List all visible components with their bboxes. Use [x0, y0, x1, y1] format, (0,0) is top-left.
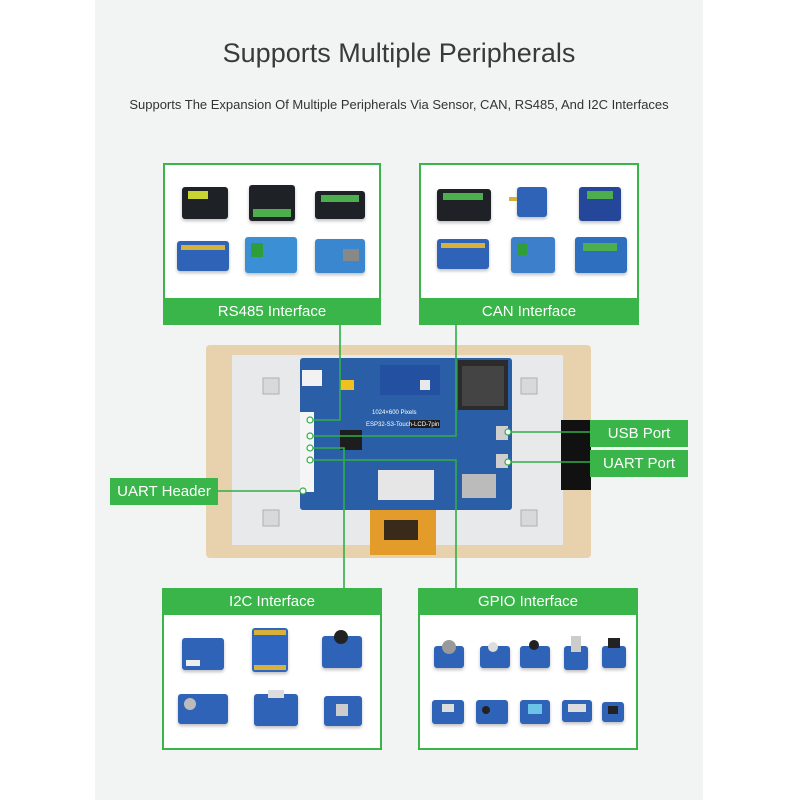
can-interface-label: CAN Interface	[419, 298, 639, 325]
i2c-module-3	[322, 630, 362, 668]
usb-port-label: USB Port	[590, 420, 688, 447]
board-model-text: ESP32-S3-Touch-LCD-7pin	[366, 422, 439, 428]
i2c-module-6	[324, 696, 362, 726]
gpio-module-6	[432, 700, 464, 724]
i2c-module-5	[254, 690, 298, 726]
rs485-module-3	[315, 191, 365, 219]
rs485-module-2	[249, 185, 295, 221]
gpio-module-3	[520, 640, 550, 668]
gpio-module-2	[480, 642, 510, 668]
can-module-2	[509, 187, 547, 217]
i2c-module-2	[252, 628, 288, 672]
rs485-module-6	[315, 239, 365, 273]
can-modules-box	[419, 163, 639, 323]
i2c-modules-box	[162, 588, 382, 750]
gpio-module-4	[564, 636, 588, 670]
rs485-modules-box	[163, 163, 381, 323]
rs485-module-1	[182, 187, 228, 219]
rs485-module-5	[245, 237, 297, 273]
gpio-interface-label: GPIO Interface	[418, 588, 638, 615]
gpio-module-7	[476, 700, 508, 724]
can-module-6	[575, 237, 627, 273]
connector-lines	[218, 325, 590, 588]
page-title: Supports Multiple Peripherals	[222, 38, 576, 68]
can-module-images	[421, 165, 637, 321]
uart-port-label: UART Port	[590, 450, 688, 477]
board-pixels-text: 1024×600 Pixels	[372, 410, 417, 416]
can-module-3	[579, 187, 621, 221]
can-module-5	[511, 237, 555, 273]
gpio-module-9	[562, 700, 592, 722]
gpio-module-8	[520, 700, 550, 724]
i2c-module-images	[164, 590, 380, 748]
rs485-module-images	[165, 165, 379, 321]
i2c-interface-label: I2C Interface	[162, 588, 382, 615]
can-module-4	[437, 239, 489, 269]
rs485-interface-label: RS485 Interface	[163, 298, 381, 325]
i2c-module-4	[178, 694, 228, 724]
gpio-module-images	[420, 590, 636, 748]
uart-header-label: UART Header	[110, 478, 218, 505]
can-module-1	[437, 189, 491, 221]
i2c-module-1	[182, 638, 224, 670]
gpio-module-1	[434, 640, 464, 668]
rs485-module-4	[177, 241, 229, 271]
gpio-module-5	[602, 638, 626, 668]
gpio-module-10	[602, 702, 624, 722]
page-subtitle: Supports The Expansion Of Multiple Perip…	[129, 97, 669, 112]
